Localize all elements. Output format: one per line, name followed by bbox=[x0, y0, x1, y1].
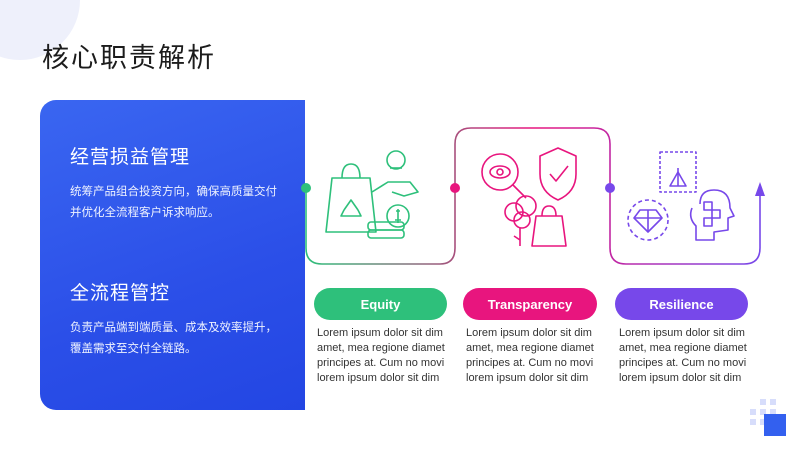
flow-arrow-end bbox=[755, 182, 765, 196]
duty-description: 统筹产品组合投资方向，确保高质量交付并优化全流程客户诉求响应。 bbox=[70, 184, 277, 219]
duty-item: 经营损益管理 统筹产品组合投资方向，确保高质量交付并优化全流程客户诉求响应。 bbox=[70, 142, 280, 223]
flow-connector-line bbox=[305, 127, 761, 265]
page-title: 核心职责解析 bbox=[42, 43, 216, 74]
step-label-equity: Equity bbox=[314, 288, 447, 320]
step-label-transparency: Transparency bbox=[463, 288, 597, 320]
eye-shield-icon bbox=[481, 147, 577, 247]
dot-grid-decoration bbox=[750, 399, 776, 425]
step-description: Lorem ipsum dolor sit dim amet, mea regi… bbox=[619, 327, 747, 384]
duty-title: 全流程管控 bbox=[70, 282, 171, 304]
flow-node-green bbox=[301, 183, 311, 193]
duty-title: 经营损益管理 bbox=[70, 146, 191, 168]
duty-item: 全流程管控 负责产品端到端质量、成本及效率提升，覆盖需求至交付全链路。 bbox=[70, 278, 280, 359]
step-description: Lorem ipsum dolor sit dim amet, mea regi… bbox=[317, 327, 445, 384]
flow-node-purple bbox=[605, 183, 615, 193]
step-label-resilience: Resilience bbox=[615, 288, 748, 320]
duty-description: 负责产品端到端质量、成本及效率提升，覆盖需求至交付全链路。 bbox=[70, 320, 277, 355]
step-description: Lorem ipsum dolor sit dim amet, mea regi… bbox=[466, 327, 594, 384]
process-flow-diagram bbox=[301, 127, 765, 265]
flow-node-pink bbox=[450, 183, 460, 193]
duties-panel: 经营损益管理 统筹产品组合投资方向，确保高质量交付并优化全流程客户诉求响应。 全… bbox=[40, 100, 305, 410]
puzzle-head-icon bbox=[627, 151, 735, 241]
square-decoration bbox=[764, 414, 786, 436]
shopping-bag-money-icon bbox=[325, 150, 419, 239]
